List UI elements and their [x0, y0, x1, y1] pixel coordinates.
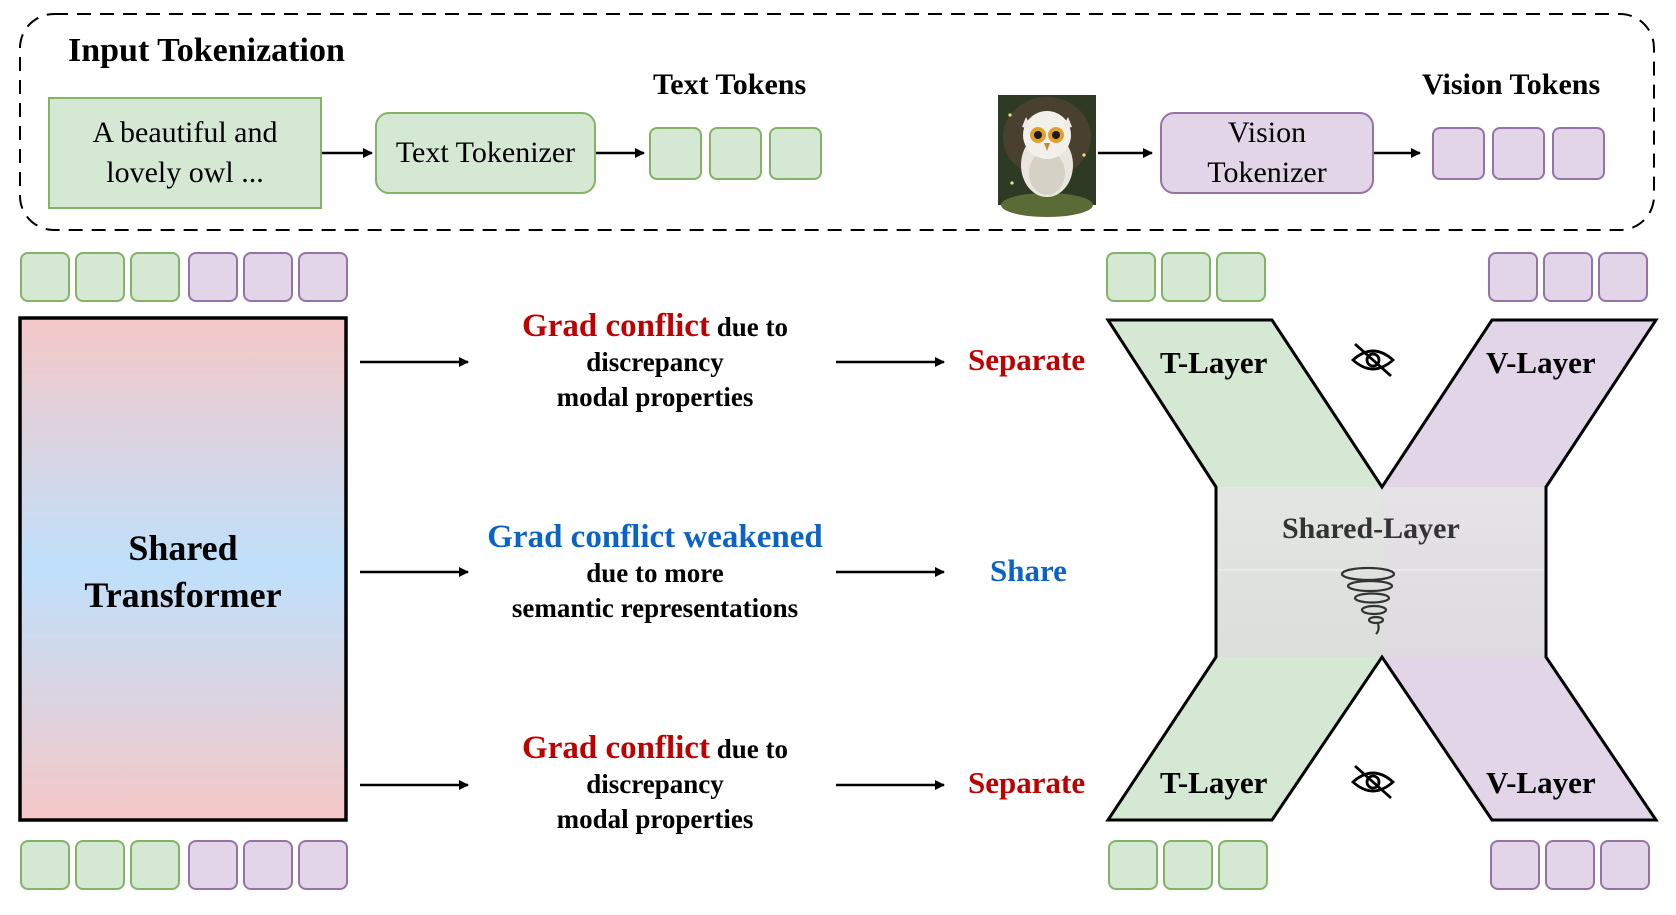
shared-transformer-block [18, 316, 348, 822]
row1-line3: modal properties [556, 382, 754, 412]
text-input-box: A beautiful and lovely owl ... [48, 97, 322, 209]
row3-line1-rest: due to [709, 734, 788, 764]
text-tokens-label: Text Tokens [653, 68, 807, 101]
v-layer-bottom-label: V-Layer [1486, 765, 1596, 800]
vision-token [188, 840, 238, 890]
text-token [1108, 840, 1158, 890]
row2-line2: due to more [586, 558, 724, 588]
shared-transformer-label: Shared Transformer [84, 528, 282, 615]
text-tokenizer-box: Text Tokenizer [375, 112, 596, 194]
text-token [130, 840, 180, 890]
text-token [75, 252, 125, 302]
t-layer-top-label: T-Layer [1160, 345, 1268, 380]
text-token [20, 252, 70, 302]
t-layer-bottom-shape [1108, 657, 1382, 820]
row1-description: Grad conflict due to discrepancy modal p… [470, 309, 840, 415]
row2-highlight: Grad conflict weakened [487, 519, 823, 555]
row3-decision: Separate [968, 765, 1086, 800]
row3-line3: modal properties [556, 804, 754, 834]
vision-token [243, 840, 293, 890]
eye-slash-icon [1350, 764, 1396, 800]
input-tokenization-panel [19, 13, 1655, 231]
vision-token [1432, 127, 1485, 180]
row2-decision: Share [990, 553, 1067, 588]
owl-image [998, 95, 1096, 217]
text-tokenizer-label: Text Tokenizer [395, 136, 576, 169]
vision-token [1488, 252, 1538, 302]
t-layer-bottom-label: T-Layer [1160, 765, 1268, 800]
text-token [649, 127, 702, 180]
v-layer-top-label: V-Layer [1486, 345, 1596, 380]
vision-token [1490, 840, 1540, 890]
vision-token [1543, 252, 1593, 302]
x-structure [1105, 318, 1659, 822]
text-token [709, 127, 762, 180]
row2-description: Grad conflict weakened due to more seman… [470, 520, 840, 626]
vision-token [298, 840, 348, 890]
text-token [75, 840, 125, 890]
vision-tokens-label: Vision Tokens [1422, 68, 1601, 101]
text-token [1216, 252, 1266, 302]
vision-token [1492, 127, 1545, 180]
shared-layer-label: Shared-Layer [1282, 512, 1460, 545]
text-token [20, 840, 70, 890]
row3-line2: discrepancy [586, 769, 724, 799]
t-layer-top-shape [1108, 320, 1382, 487]
vision-token [188, 252, 238, 302]
eye-slash-icon [1350, 342, 1396, 378]
row3-highlight: Grad conflict [522, 730, 710, 766]
vision-tokenizer-box: Vision Tokenizer [1160, 112, 1374, 194]
text-token [769, 127, 822, 180]
text-token [130, 252, 180, 302]
text-token [1161, 252, 1211, 302]
vision-token [1598, 252, 1648, 302]
vision-token [1600, 840, 1650, 890]
input-tokenization-title: Input Tokenization [68, 32, 345, 69]
vision-token [1552, 127, 1605, 180]
v-layer-bottom-shape [1382, 657, 1656, 820]
tornado-icon [1340, 566, 1396, 635]
vision-tokenizer-label: Vision Tokenizer [1207, 116, 1327, 189]
row1-highlight: Grad conflict [522, 308, 710, 344]
row2-line3: semantic representations [511, 593, 799, 623]
row1-line2: discrepancy [586, 347, 724, 377]
shared-layer-band [1216, 487, 1546, 657]
vision-token [298, 252, 348, 302]
vision-token [243, 252, 293, 302]
row3-description: Grad conflict due to discrepancy modal p… [470, 731, 840, 837]
row1-decision: Separate [968, 342, 1086, 377]
row1-line1-rest: due to [709, 312, 788, 342]
x-structure-outline [1105, 318, 1659, 822]
text-token [1218, 840, 1268, 890]
text-token [1163, 840, 1213, 890]
v-layer-top-shape [1382, 320, 1656, 487]
text-input-label: A beautiful and lovely owl ... [92, 116, 278, 189]
vision-token [1545, 840, 1595, 890]
text-token [1106, 252, 1156, 302]
